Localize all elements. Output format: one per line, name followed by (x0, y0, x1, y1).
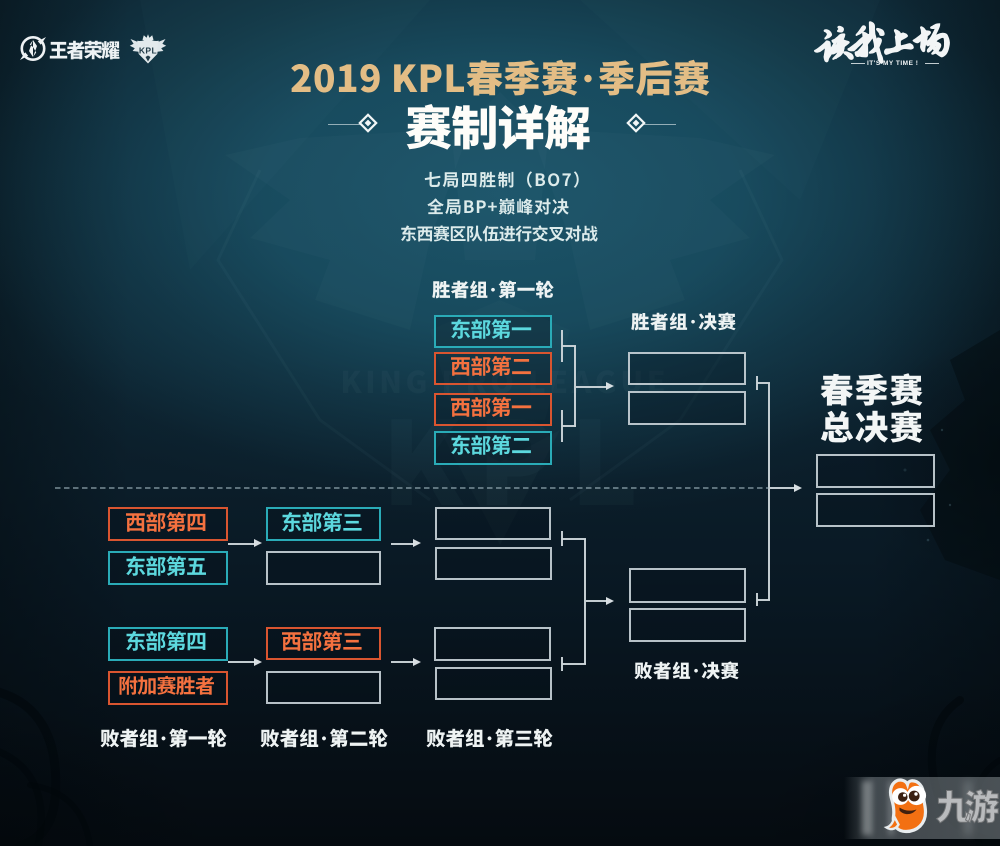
svg-text:KPL: KPL (139, 46, 157, 56)
